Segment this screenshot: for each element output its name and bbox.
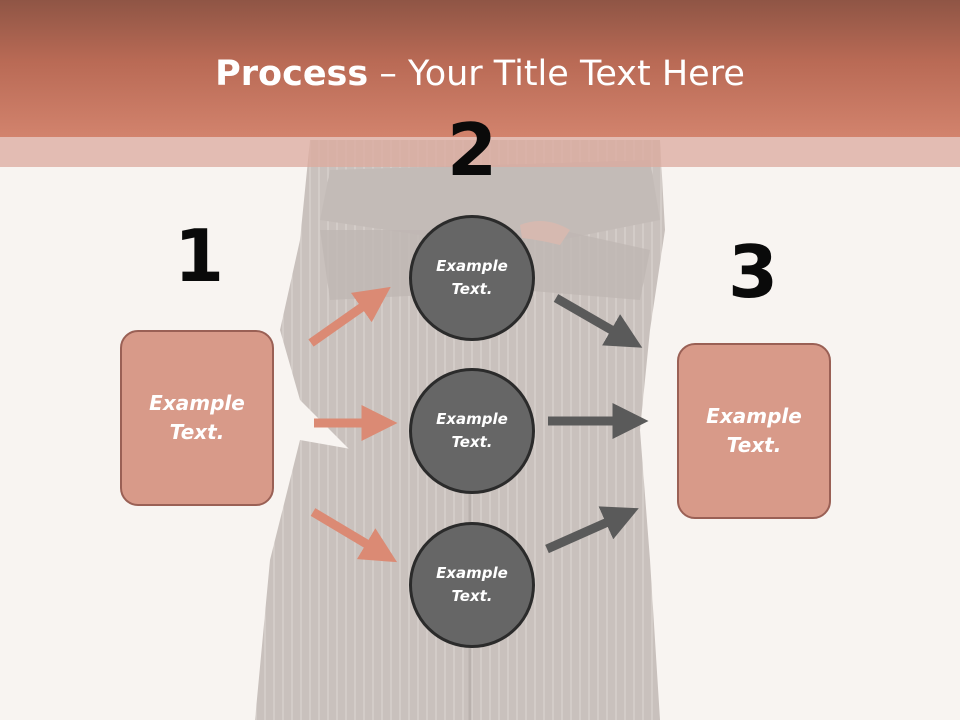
circle-text: Example Text. bbox=[436, 257, 508, 298]
arrow-right-icon bbox=[553, 294, 643, 348]
slide-title: Process – Your Title Text Here bbox=[0, 52, 960, 96]
arrow-right-icon bbox=[545, 506, 639, 554]
title-bold-part: Process bbox=[215, 54, 369, 94]
right-process-box[interactable]: Example Text. bbox=[677, 343, 831, 519]
center-circle-1[interactable]: Example Text. bbox=[409, 215, 535, 341]
step-number-1: 1 bbox=[173, 214, 225, 298]
step-number-2: 2 bbox=[446, 108, 498, 192]
header-bar bbox=[0, 0, 960, 137]
circle-text: Example Text. bbox=[436, 410, 508, 451]
arrow-right-icon bbox=[310, 508, 398, 563]
center-circle-2[interactable]: Example Text. bbox=[409, 368, 535, 494]
center-circle-3[interactable]: Example Text. bbox=[409, 522, 535, 648]
step-number-3: 3 bbox=[727, 230, 779, 314]
left-box-text: Example Text. bbox=[149, 391, 245, 444]
left-process-box[interactable]: Example Text. bbox=[120, 330, 274, 506]
header-band bbox=[0, 137, 960, 167]
circle-text: Example Text. bbox=[436, 564, 508, 605]
arrow-right-icon bbox=[308, 286, 391, 347]
right-box-text: Example Text. bbox=[706, 404, 802, 457]
title-rest-part: – Your Title Text Here bbox=[368, 54, 745, 94]
